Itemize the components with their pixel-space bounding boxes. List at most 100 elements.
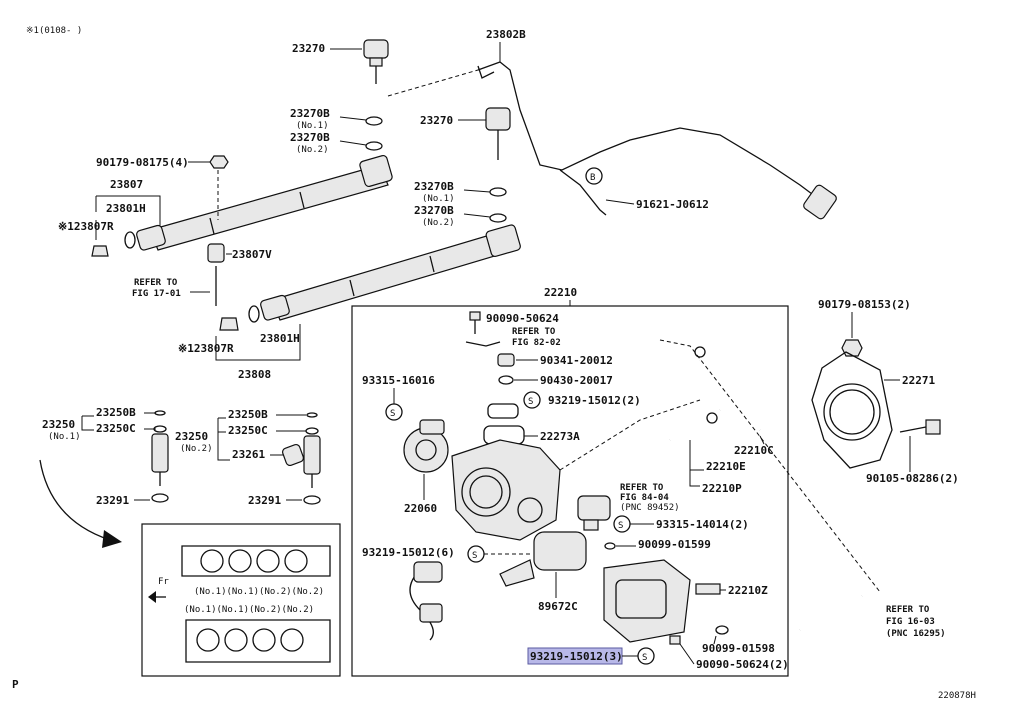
b-circle-mark	[585, 167, 603, 185]
connector-b	[419, 603, 443, 623]
label-no1-a: (No.1)	[296, 121, 329, 131]
label-23801h-a: 23801H	[106, 202, 146, 215]
label-22210: 22210	[544, 286, 577, 299]
label-23807r-a: ※123807R	[58, 220, 114, 233]
gasket-90099-01599	[604, 542, 616, 550]
label-23270b-no2-mid: 23270B	[414, 204, 454, 217]
fr-label: Fr	[158, 577, 169, 587]
label-93219-15012-3[interactable]: 93219-15012(3)	[530, 650, 623, 663]
connector-a	[413, 561, 443, 583]
label-no1-b: (No.1)	[422, 194, 455, 204]
bolt-90105	[899, 419, 941, 435]
header-note: ※1(0108- )	[26, 26, 82, 36]
b-mark-label: B	[590, 173, 595, 183]
s-mark-1-label: S	[390, 409, 395, 419]
label-90430: 90430-20017	[540, 374, 613, 387]
label-23250-no2: 23250	[175, 430, 208, 443]
bolt-90090-upper	[469, 311, 481, 334]
label-22273a: 22273A	[540, 430, 580, 443]
label-93315-16016: 93315-16016	[362, 374, 435, 387]
oring-23270b-mid	[489, 187, 507, 223]
s-mark-4-label: S	[472, 551, 477, 561]
pressure-regulator-mid	[485, 107, 511, 160]
fuel-rail-lower	[260, 224, 521, 321]
label-23250-no1: 23250	[42, 418, 75, 431]
label-23250c-a: 23250C	[96, 422, 136, 435]
bolt-90090-lower	[669, 635, 681, 645]
fuel-pipe-23802b	[477, 61, 837, 220]
label-90099-01599: 90099-01599	[638, 538, 711, 551]
nut-90179	[209, 155, 229, 169]
pressure-regulator-upper	[363, 39, 389, 84]
refer-82-line2: FIG 82-02	[512, 338, 561, 348]
label-no1-c: (No.1)	[48, 432, 81, 442]
label-no2-b: (No.2)	[422, 218, 455, 228]
label-23270b-no1-upper: 23270B	[290, 107, 330, 120]
label-90179-08153: 90179-08153(2)	[818, 298, 911, 311]
label-23807v: 23807V	[232, 248, 272, 261]
union-22210z	[695, 583, 721, 595]
label-22210z: 22210Z	[728, 584, 768, 597]
label-91621: 91621-J0612	[636, 198, 709, 211]
label-90090-50624-2: 90090-50624(2)	[696, 658, 789, 671]
injector-spacer-23807v	[207, 243, 225, 306]
actuator-89672c	[499, 531, 587, 587]
label-23250c-b: 23250C	[228, 424, 268, 437]
gasket-top	[181, 545, 331, 577]
corner-mark: P	[12, 678, 19, 691]
hose-assembly	[669, 346, 762, 442]
label-23270b-no1-mid: 23270B	[414, 180, 454, 193]
label-23807: 23807	[110, 178, 143, 191]
oring-23291-a	[151, 493, 169, 503]
label-23291-a: 23291	[96, 494, 129, 507]
label-22271: 22271	[902, 374, 935, 387]
s-mark-5-label: S	[642, 653, 647, 663]
label-93315-14014: 93315-14014(2)	[656, 518, 749, 531]
gasket-90430	[498, 375, 514, 385]
s-mark-2	[523, 391, 541, 409]
cyl-order-top: (No.1)(No.1)(No.2)(No.2)	[194, 587, 324, 597]
injector-no2	[303, 412, 321, 488]
refer-84-line1: REFER TO	[620, 483, 664, 493]
label-90090-50624: 90090-50624	[486, 312, 559, 325]
oring-23291-b	[303, 495, 321, 505]
label-22210e: 22210E	[706, 460, 746, 473]
label-23270-mid: 23270	[420, 114, 453, 127]
label-93219-15012-2: 93219-15012(2)	[548, 394, 641, 407]
label-23270b-no2-upper: 23270B	[290, 131, 330, 144]
label-22060: 22060	[404, 502, 437, 515]
throttle-body-main	[451, 439, 561, 541]
iac-housing	[603, 559, 691, 643]
s-mark-3-label: S	[618, 521, 623, 531]
arrow-head	[102, 530, 122, 548]
label-no2-c: (No.2)	[180, 444, 213, 454]
injector-no1	[151, 410, 169, 486]
label-23250b-b: 23250B	[228, 408, 268, 421]
gasket-bottom	[185, 619, 331, 663]
refer-84-line2: FIG 84-04	[620, 493, 669, 503]
label-no2-a: (No.2)	[296, 145, 329, 155]
plug-23807r-b	[219, 317, 239, 331]
gasket-90099-01598	[715, 625, 729, 635]
label-22210p: 22210P	[702, 482, 742, 495]
label-22210c: 22210C	[734, 444, 774, 457]
throttle-sensor-22060	[403, 419, 449, 473]
refer-82-line1: REFER TO	[512, 327, 556, 337]
diagram-id: 220878H	[938, 691, 976, 701]
label-23802b: 23802B	[486, 28, 526, 41]
refer-84-line3: (PNC 89452)	[620, 503, 680, 513]
label-90099-01598: 90099-01598	[702, 642, 775, 655]
curved-arrow	[39, 459, 111, 541]
refer-16-line1: REFER TO	[886, 605, 930, 615]
label-23807r-b: ※123807R	[178, 342, 234, 355]
cyl-order-bottom: (No.1)(No.1)(No.2)(No.2)	[184, 605, 314, 615]
oring-23270b-upper	[365, 116, 383, 151]
plug-90341	[497, 353, 515, 367]
refer-17-line1: REFER TO	[134, 278, 178, 288]
label-90105: 90105-08286(2)	[866, 472, 959, 485]
label-89672c: 89672C	[538, 600, 578, 613]
throttle-body-box	[351, 305, 789, 677]
insulator-23261	[281, 443, 305, 467]
label-23261: 23261	[232, 448, 265, 461]
